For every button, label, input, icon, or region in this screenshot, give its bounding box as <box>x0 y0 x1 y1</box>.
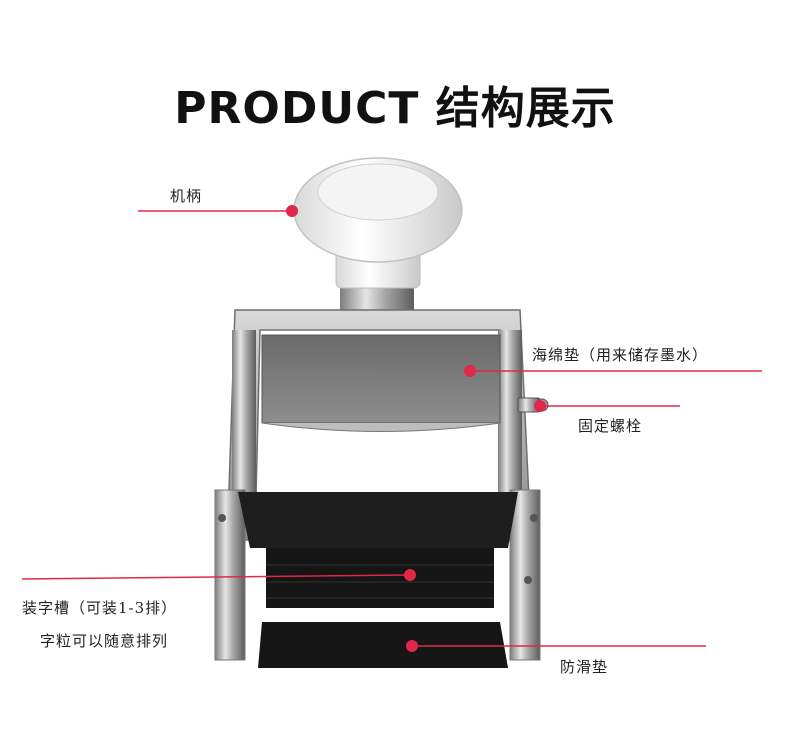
label-fixing-bolt: 固定螺栓 <box>578 417 643 435</box>
anti-slip-pad <box>258 622 508 668</box>
label-type-slot: 装字槽（可装1-3排） <box>22 599 178 617</box>
label-anti-slip-pad: 防滑垫 <box>560 658 609 676</box>
page-title: PRODUCT 结构展示 <box>174 83 616 134</box>
type-slot-plates <box>238 492 518 608</box>
label-sponge-pad: 海绵垫（用来储存墨水） <box>532 346 709 364</box>
sponge-pad <box>261 334 501 432</box>
label-handle: 机柄 <box>170 187 203 205</box>
callout-lines <box>21 205 762 652</box>
handle-knob <box>293 157 463 310</box>
label-type-slot-note: 字粒可以随意排列 <box>40 632 169 650</box>
